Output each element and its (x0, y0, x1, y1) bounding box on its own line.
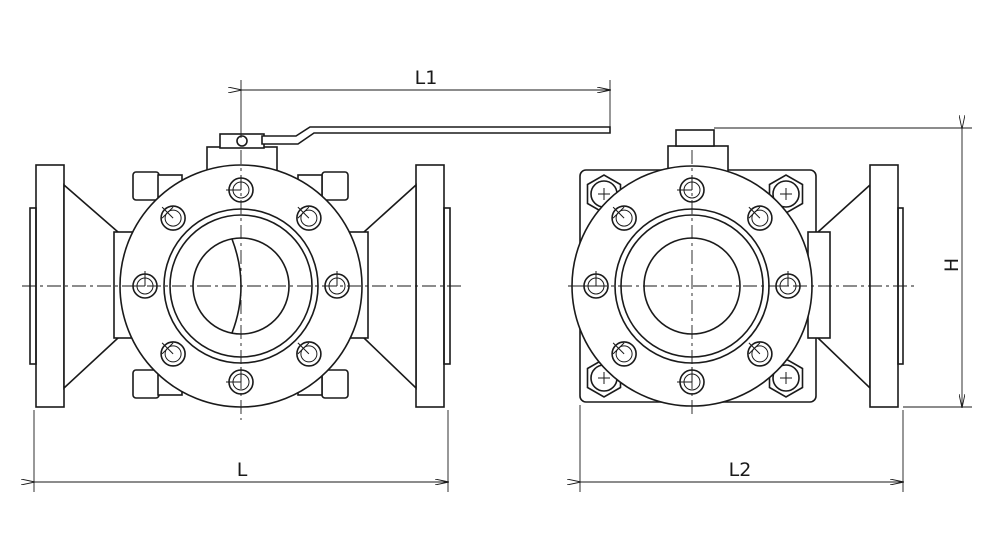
stem-stub-top (675, 129, 715, 147)
bolt-hole (611, 205, 637, 231)
dimension-lines: L1 L L2 H (34, 67, 972, 492)
stem-nut-icon (236, 135, 248, 147)
right-body-taper (363, 183, 417, 390)
bolt-hole (296, 341, 322, 367)
bolt-hole (160, 205, 186, 231)
dimension-l2-label: L2 (729, 459, 752, 481)
lever-handle (261, 126, 611, 145)
left-body-taper (63, 183, 119, 390)
bolt-hole (160, 341, 186, 367)
bolt-hole (296, 205, 322, 231)
bolt-hole (226, 175, 254, 203)
dimension-l1-label: L1 (415, 67, 438, 89)
bolt-hole (747, 341, 773, 367)
bolt-hole (611, 341, 637, 367)
dimension-l-label: L (237, 459, 248, 481)
bolt-hole (747, 205, 773, 231)
dimension-h-label: H (941, 258, 963, 272)
side-view (568, 129, 915, 418)
front-view (22, 126, 611, 420)
bolt-hole (130, 271, 158, 299)
